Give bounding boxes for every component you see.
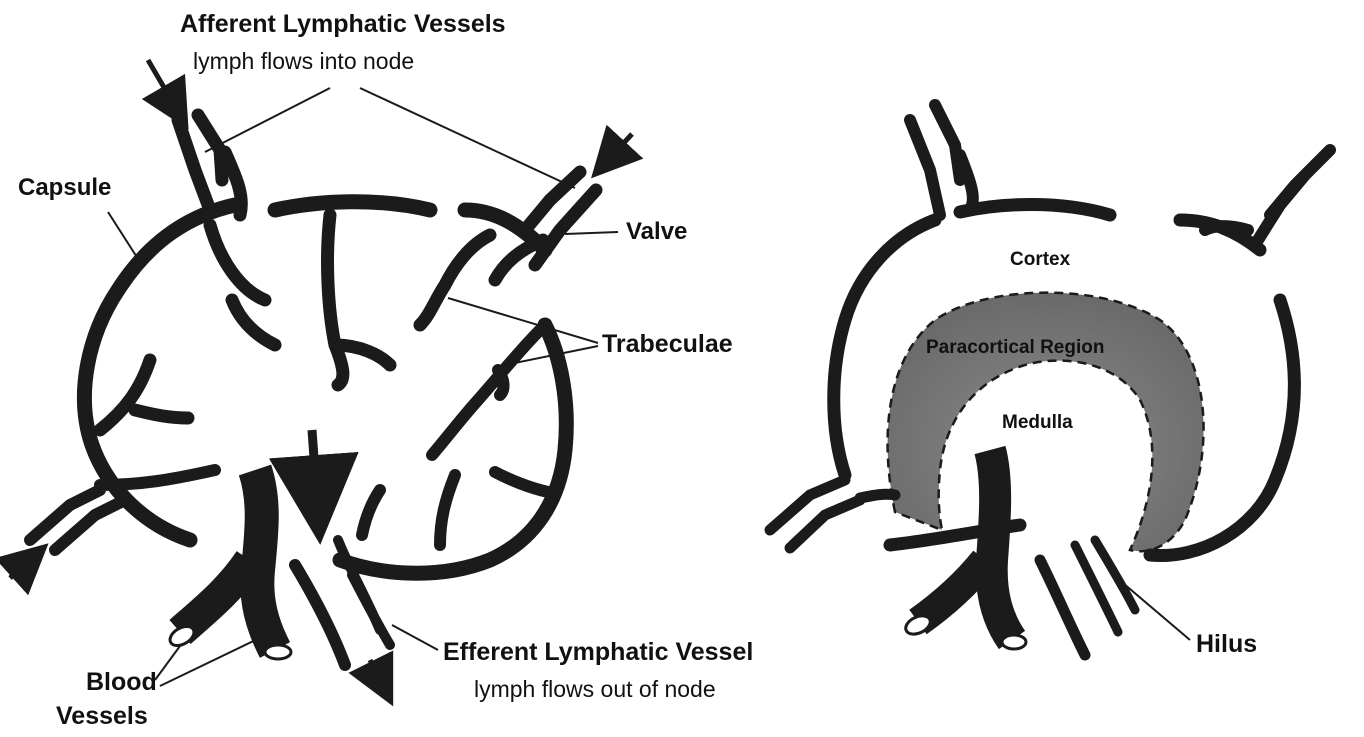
right-blood-vessel-end-1 bbox=[903, 612, 933, 637]
right-lymph-node bbox=[770, 105, 1330, 655]
blood-vessel-end-2 bbox=[265, 645, 291, 659]
efferent-vessel-title: Efferent Lymphatic Vessel bbox=[443, 640, 753, 665]
right-afferent-top-right bbox=[1205, 150, 1330, 240]
leader-trabeculae-1 bbox=[448, 298, 598, 343]
leader-hilus bbox=[1110, 572, 1190, 640]
flow-arrow-internal bbox=[312, 430, 317, 500]
blood-vessel-artery bbox=[255, 470, 275, 650]
flow-arrow-afferent-top-left bbox=[148, 60, 176, 108]
blood-vessel-branch bbox=[180, 560, 250, 632]
right-afferent-lower-left bbox=[770, 480, 895, 548]
trabecula-2 bbox=[328, 215, 390, 385]
leader-valve bbox=[565, 232, 618, 234]
trabecula-4 bbox=[100, 360, 188, 430]
trabecula-1 bbox=[210, 225, 275, 345]
trabeculae-label: Trabeculae bbox=[602, 332, 733, 357]
flow-arrow-efferent bbox=[370, 660, 382, 684]
leader-capsule bbox=[108, 212, 140, 262]
capsule-label: Capsule bbox=[18, 176, 111, 200]
efferent-vessel bbox=[338, 540, 390, 645]
hilus-label: Hilus bbox=[1196, 632, 1257, 657]
afferent-vessels-subtitle: lymph flows into node bbox=[193, 50, 414, 73]
blood-vessel-vein bbox=[295, 565, 345, 665]
flow-arrow-afferent-lower-left bbox=[10, 560, 30, 578]
blood-vessels-label-line1: Blood bbox=[86, 670, 157, 695]
leader-efferent bbox=[392, 625, 438, 650]
medulla-label: Medulla bbox=[1002, 413, 1073, 432]
cortex-label: Cortex bbox=[1010, 250, 1070, 269]
flow-arrow-afferent-top-right bbox=[608, 134, 632, 160]
leader-blood-1 bbox=[155, 646, 180, 680]
trabecula-5 bbox=[432, 330, 540, 455]
right-afferent-top-left bbox=[910, 105, 973, 215]
afferent-vessels-title: Afferent Lymphatic Vessels bbox=[180, 12, 506, 37]
paracortical-region-label: Paracortical Region bbox=[926, 338, 1104, 357]
efferent-vessel-subtitle: lymph flows out of node bbox=[474, 678, 716, 701]
leader-afferent-left bbox=[205, 88, 330, 152]
right-blood-vessel-end-2 bbox=[1002, 635, 1026, 649]
trabecula-3 bbox=[420, 235, 490, 325]
leader-afferent-right bbox=[360, 88, 575, 188]
blood-vessels-label-line2: Vessels bbox=[56, 704, 148, 729]
left-lymph-node bbox=[10, 60, 632, 686]
valve-label: Valve bbox=[626, 220, 687, 244]
right-blood-vessel-vein bbox=[1040, 560, 1085, 655]
right-blood-vessel-artery bbox=[990, 450, 1012, 640]
right-blood-vessel-branch bbox=[918, 560, 985, 622]
